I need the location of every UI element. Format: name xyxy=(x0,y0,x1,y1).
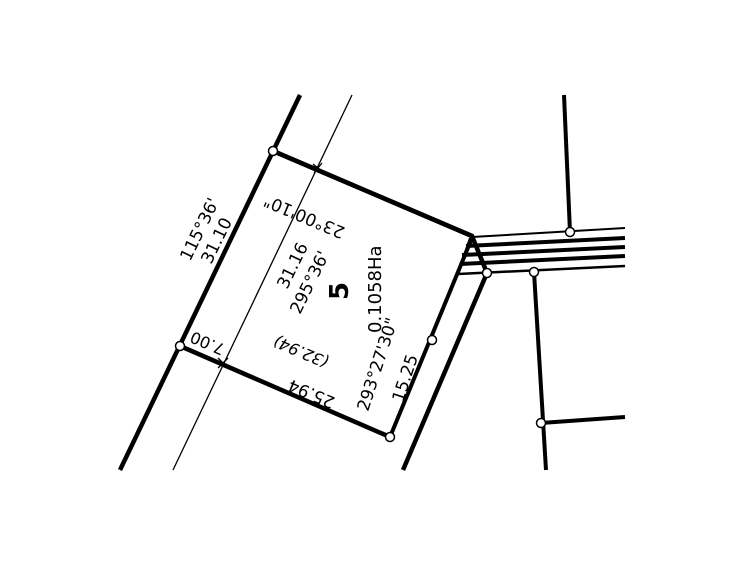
peg-top-left-icon xyxy=(267,145,279,157)
north-parcel-line xyxy=(562,94,572,233)
lot-area-label: 0.1058Ha xyxy=(365,245,386,333)
east-distance-label: 15.25 xyxy=(389,352,423,404)
peg-road-3-icon xyxy=(528,266,540,278)
lot-south-boundary xyxy=(179,343,391,440)
lot-number-label: 5 xyxy=(325,282,355,300)
south-bracket-distance-label: (32.94) xyxy=(270,332,331,372)
road-line-3 xyxy=(461,245,626,257)
lot-north-boundary xyxy=(272,148,473,239)
road-line-2 xyxy=(465,236,626,248)
peg-bottom-left-icon xyxy=(174,340,186,352)
road-line-6 xyxy=(455,237,471,279)
peg-east-side-icon xyxy=(426,334,438,346)
tick-mark-north xyxy=(312,162,324,174)
peg-bottom-right-icon xyxy=(384,431,396,443)
road-line-1 xyxy=(471,227,626,238)
west-boundary-line xyxy=(117,94,303,471)
south-east-parcel-line xyxy=(540,415,626,425)
peg-road-2-icon xyxy=(481,267,493,279)
road-line-4 xyxy=(459,254,626,266)
east-parcel-line xyxy=(532,271,548,471)
north-bearing-label: 23°00'10" xyxy=(261,190,348,242)
traverse-line xyxy=(172,94,353,471)
south-distance-label: 25.94 xyxy=(285,374,338,411)
peg-lot-east-icon xyxy=(535,417,547,429)
tick-mark-south xyxy=(217,357,229,369)
road-east-line xyxy=(400,272,490,471)
peg-road-1-icon xyxy=(564,226,576,238)
